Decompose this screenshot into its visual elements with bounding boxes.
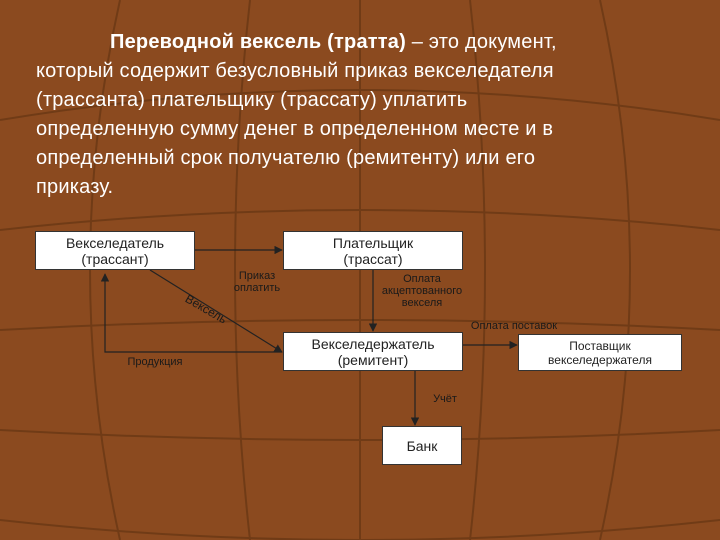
holder-subtitle: (ремитент) bbox=[337, 351, 409, 368]
definition-paragraph: Переводной вексель (тратта) – это докуме… bbox=[36, 28, 686, 202]
supplier-subtitle: векселедержателя bbox=[548, 352, 652, 367]
drawer-title: Векселедатель bbox=[65, 234, 165, 251]
label-payment-accepted: Оплата акцептованного векселя bbox=[381, 273, 463, 309]
paragraph-line-2: который содержит безусловный приказ векс… bbox=[36, 60, 554, 82]
supplier-box: Поставщик векселедержателя bbox=[518, 334, 682, 371]
paragraph-line-6: приказу. bbox=[36, 176, 114, 198]
paragraph-line-1-rest: – это документ, bbox=[405, 31, 557, 53]
label-products: Продукция bbox=[127, 356, 183, 368]
paragraph-line-5: определенный срок получателю (ремитенту)… bbox=[36, 147, 536, 169]
payer-title: Плательщик bbox=[332, 234, 414, 251]
definition-term: Переводной вексель (тратта) bbox=[110, 31, 406, 53]
payer-subtitle: (трассат) bbox=[343, 250, 403, 267]
arrow-products bbox=[100, 273, 282, 353]
holder-box: Векселедержатель (ремитент) bbox=[283, 332, 463, 371]
bank-box: Банк bbox=[382, 426, 462, 465]
label-order-to-pay: Приказ оплатить bbox=[233, 270, 281, 294]
paragraph-line-1: Переводной вексель (тратта) – это докуме… bbox=[36, 28, 686, 57]
supplier-title: Поставщик bbox=[569, 338, 631, 353]
arrow-bill bbox=[149, 269, 283, 353]
label-supplies-payment: Оплата поставок bbox=[470, 320, 558, 332]
drawer-box: Векселедатель (трассант) bbox=[35, 231, 195, 270]
payer-box: Плательщик (трассат) bbox=[283, 231, 463, 270]
paragraph-line-4: определенную сумму денег в определенном … bbox=[36, 118, 554, 140]
drawer-subtitle: (трассант) bbox=[81, 250, 149, 267]
paragraph-line-3: (трассанта) плательщику (трассату) уплат… bbox=[36, 89, 468, 111]
bank-title: Банк bbox=[406, 437, 438, 454]
holder-title: Векселедержатель bbox=[311, 335, 435, 352]
label-accounting: Учёт bbox=[433, 393, 457, 405]
